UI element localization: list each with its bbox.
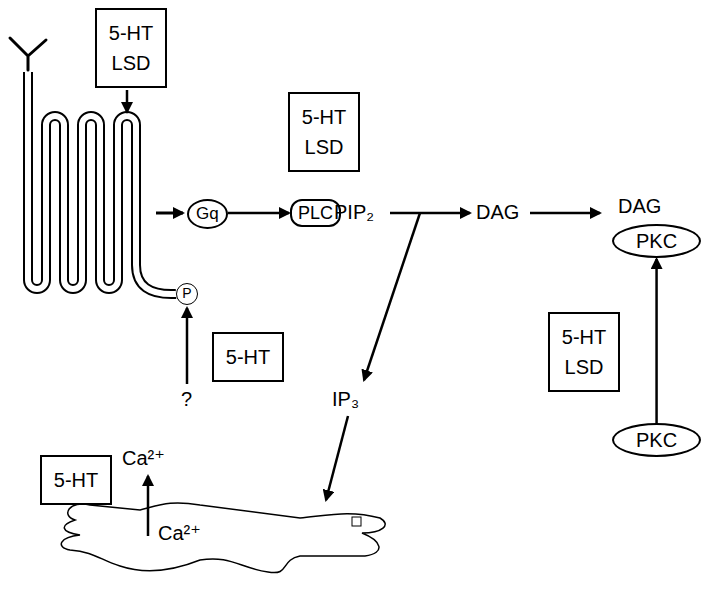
substrate-label: PIP₂ xyxy=(334,201,374,224)
node-text: 5-HT xyxy=(48,465,104,495)
node-text: 5-HT LSD xyxy=(103,18,159,78)
node-text: Gq xyxy=(196,204,219,224)
messenger-label: DAG xyxy=(618,195,661,218)
ligand-box: 5-HT LSD xyxy=(95,8,167,88)
phospho-arrow xyxy=(186,308,189,384)
kinase-oval: PKC xyxy=(612,423,701,457)
unknown-mark: ? xyxy=(181,388,192,411)
glycosylation-mark xyxy=(10,38,46,70)
node-text: PKC xyxy=(636,230,677,252)
node-text: PKC xyxy=(636,429,677,451)
node-text: 5-HT LSD xyxy=(556,322,612,382)
ip3-receptor xyxy=(352,517,361,526)
phosphate-circle: P xyxy=(176,283,198,305)
node-text: 5-HT LSD xyxy=(296,102,352,162)
ligand-box: 5-HT LSD xyxy=(288,92,360,172)
ion-label: Ca²⁺ xyxy=(158,522,201,545)
node-text: 5-HT xyxy=(220,342,276,372)
messenger-label: DAG xyxy=(476,201,519,224)
messenger-label: IP₃ xyxy=(332,388,359,411)
node-text: P xyxy=(177,284,197,303)
ligand-arrow xyxy=(126,90,129,112)
kinase-oval: PKC xyxy=(612,224,701,258)
ip3-arrow xyxy=(364,213,420,380)
activation-arrow xyxy=(228,212,289,215)
g-protein-oval: Gq xyxy=(187,199,228,229)
receptor-inner xyxy=(28,72,176,294)
calcium-arrow xyxy=(147,476,150,536)
coupling-arrow xyxy=(156,212,183,215)
activation-arrow xyxy=(655,259,658,423)
ligand-box: 5-HT LSD xyxy=(548,312,620,392)
enzyme-pill: PLC xyxy=(290,199,341,227)
ligand-box: 5-HT xyxy=(40,455,112,505)
receptor-outline xyxy=(28,72,176,294)
ligand-box: 5-HT xyxy=(212,332,284,382)
hydrolysis-arrow xyxy=(390,212,470,215)
endoplasmic-reticulum xyxy=(61,503,385,573)
ion-label: Ca²⁺ xyxy=(122,447,165,470)
er-arrow xyxy=(326,416,348,500)
node-text: PLC xyxy=(298,203,333,223)
dag-arrow xyxy=(530,212,600,215)
